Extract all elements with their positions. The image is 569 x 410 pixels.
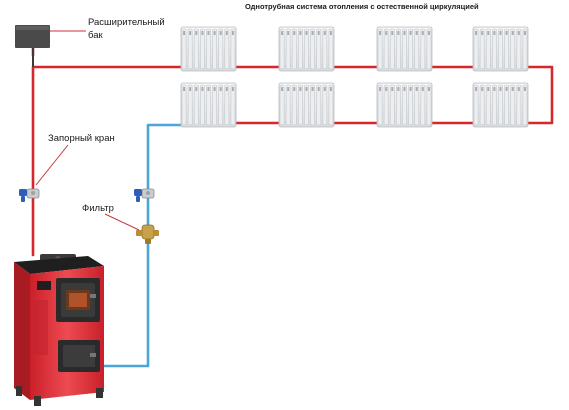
radiator-icon [472,26,529,72]
shutoff-valve-label: Запорный кран [48,133,115,144]
expansion-tank-label-line2: бак [88,30,104,41]
shutoff-valve-callout-line [35,144,69,186]
diagram-title: Однотрубная система отопления с остестве… [245,2,479,11]
shutoff-valve-icon [19,188,40,202]
radiators [180,26,529,128]
boiler-icon [14,254,104,406]
radiator-icon [472,82,529,128]
return-pipe [102,123,184,368]
filter-callout-line [104,213,140,231]
filter-icon [136,224,159,244]
expansion-tank-label-line1: Расширительный [88,17,165,28]
shutoff-valve-icon [134,188,155,202]
radiator-icon [180,26,237,72]
radiator-icon [278,26,335,72]
supply-pipe [31,46,554,257]
expansion-tank-icon [15,25,50,48]
filter-label: Фильтр [82,203,114,214]
radiator-icon [278,82,335,128]
radiator-icon [180,82,237,128]
radiator-icon [376,26,433,72]
radiator-icon [376,82,433,128]
